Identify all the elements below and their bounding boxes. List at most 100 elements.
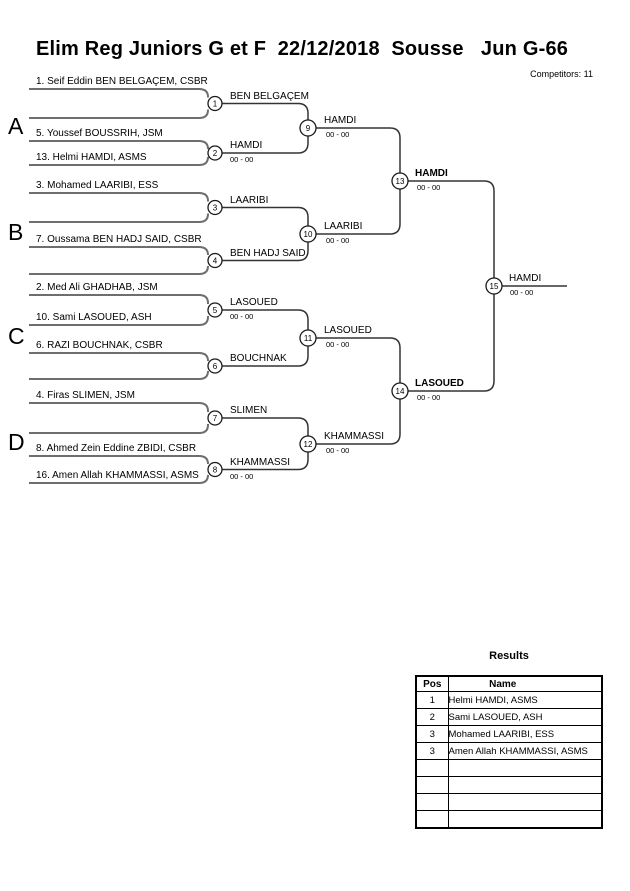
match-number: 13: [396, 177, 405, 186]
player-line: [29, 88, 209, 98]
result-name: [447, 810, 603, 829]
winner-name: KHAMMASSI: [324, 431, 385, 442]
winner-name: BEN HADJ SAID: [230, 247, 306, 259]
result-pos: 3: [415, 725, 449, 743]
bye-line: [29, 109, 209, 119]
winner-name: HAMDI: [230, 140, 263, 151]
player-name: 13. Helmi HAMDI, ASMS: [36, 152, 147, 163]
match-number: 8: [213, 466, 218, 475]
result-name: [447, 776, 603, 794]
winner-name: LASOUED: [324, 325, 372, 336]
winner-name: SLIMEN: [230, 405, 268, 416]
bye-line: [29, 265, 209, 275]
match-circle: [299, 329, 317, 347]
match-circle: [391, 172, 409, 190]
section-label-c: C: [8, 323, 25, 349]
match-circle: [207, 199, 223, 216]
result-name: Helmi HAMDI, ASMS: [447, 691, 603, 709]
match-circle: [299, 435, 317, 453]
player-line: [29, 192, 209, 202]
match-number: 1: [213, 100, 218, 109]
bye-line: [29, 370, 209, 380]
player-name: 16. Amen Allah KHAMMASSI, ASMS: [36, 470, 199, 481]
match-number: 6: [213, 362, 218, 371]
match-number: 15: [490, 282, 499, 291]
results-header-row: Pos Name: [415, 675, 603, 692]
winner-line: [408, 180, 495, 278]
result-pos: 2: [415, 708, 449, 726]
section-label-d: D: [8, 429, 25, 455]
match-circle: [391, 382, 409, 400]
player-name: 5. Youssef BOUSSRIH, JSM: [36, 128, 163, 139]
page-title: Elim Reg Juniors G et F 22/12/2018 Souss…: [36, 38, 569, 60]
winner-name: LAARIBI: [324, 221, 363, 232]
player-name: 3. Mohamed LAARIBI, ESS: [36, 180, 159, 191]
winner-name: BOUCHNAK: [230, 353, 287, 364]
results-col-name: Name: [447, 675, 603, 692]
result-name: Amen Allah KHAMMASSI, ASMS: [447, 742, 603, 760]
results-col-pos: Pos: [415, 675, 449, 692]
result-row: [415, 810, 603, 829]
match-circle: [207, 145, 223, 161]
result-pos: [415, 793, 449, 811]
winner-name: HAMDI: [324, 115, 357, 126]
match-number: 11: [304, 334, 313, 343]
match-number: 3: [213, 204, 218, 213]
winner-line: [222, 102, 309, 120]
match-score: 00 - 00: [326, 236, 350, 245]
match-score: 00 - 00: [326, 446, 350, 455]
result-name: Mohamed LAARIBI, ESS: [447, 725, 603, 743]
match-number: 4: [213, 257, 218, 266]
match-circle: [207, 252, 223, 269]
match-circle: [207, 358, 223, 374]
player-name: 6. RAZI BOUCHNAK, CSBR: [36, 340, 163, 351]
match-score: 00 - 00: [417, 393, 441, 402]
winner-line: [222, 206, 309, 226]
player-line: [29, 140, 209, 150]
player-line: [29, 455, 209, 465]
player-name: 10. Sami LASOUED, ASH: [36, 312, 152, 323]
match-score: 00 - 00: [326, 130, 350, 139]
match-score: 00 - 00: [230, 471, 254, 481]
result-pos: [415, 759, 449, 777]
player-name: 4. Firas SLIMEN, JSM: [36, 390, 135, 401]
result-name: Sami LASOUED, ASH: [447, 708, 603, 726]
results-title: Results: [489, 650, 529, 662]
player-line: [29, 294, 209, 304]
player-name: 8. Ahmed Zein Eddine ZBIDI, CSBR: [36, 443, 197, 454]
match-score: 00 - 00: [417, 183, 441, 192]
result-name: [447, 759, 603, 777]
match-circle: [299, 225, 317, 243]
match-circle: [207, 461, 223, 478]
result-name: [447, 793, 603, 811]
match-number: 7: [213, 414, 218, 423]
match-score: 00 - 00: [510, 288, 534, 297]
match-number: 9: [306, 124, 311, 133]
player-name: 7. Oussama BEN HADJ SAID, CSBR: [36, 234, 202, 245]
match-score: 00 - 00: [230, 312, 254, 321]
match-circle: [299, 119, 317, 137]
winner-line: [222, 417, 309, 436]
player-name: 1. Seif Eddin BEN BELGAÇEM, CSBR: [36, 76, 208, 87]
match-number: 5: [213, 306, 218, 315]
competitors-count: Competitors: 11: [530, 69, 593, 79]
winner-name: KHAMMASSI: [230, 456, 291, 468]
player-line: [29, 246, 209, 256]
result-pos: [415, 810, 449, 829]
result-pos: 3: [415, 742, 449, 760]
winner-name: BEN BELGAÇEM: [230, 90, 309, 102]
match-circle: [485, 277, 503, 295]
winner-name: LAARIBI: [230, 194, 269, 206]
match-circle: [207, 302, 223, 318]
player-line: [29, 402, 209, 412]
match-score: 00 - 00: [326, 340, 350, 349]
result-pos: 1: [415, 691, 449, 709]
match-score: 00 - 00: [230, 155, 254, 164]
